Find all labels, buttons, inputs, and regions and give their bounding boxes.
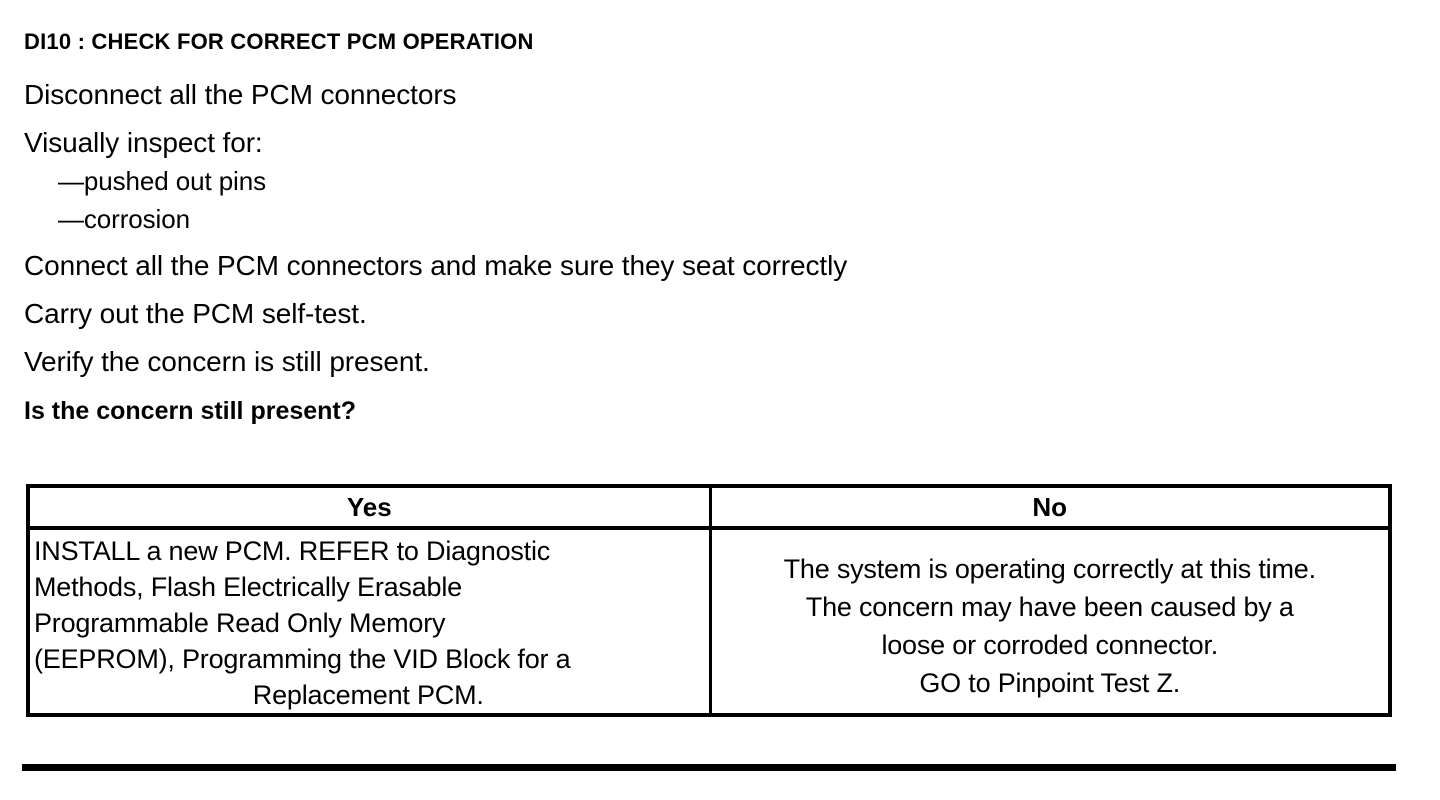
sub-item-corrosion: —corrosion <box>58 204 190 234</box>
step-line-3: Connect all the PCM connectors and make … <box>24 250 848 281</box>
yes-action-text: INSTALL a new PCM. REFER to Diagnostic M… <box>30 530 709 713</box>
cell-yes-action: INSTALL a new PCM. REFER to Diagnostic M… <box>30 528 712 713</box>
column-header-yes: Yes <box>30 488 712 530</box>
yes-line-2: Methods, Flash Electrically Erasable <box>34 572 462 602</box>
step-line-1: Disconnect all the PCM connectors <box>24 79 457 110</box>
step-line-5: Verify the concern is still present. <box>24 346 430 377</box>
column-header-no: No <box>710 488 1388 530</box>
yes-line-4: (EEPROM), Programming the VID Block for … <box>34 644 571 674</box>
yes-line-1: INSTALL a new PCM. REFER to Diagnostic <box>34 536 551 566</box>
yes-line-5: Replacement PCM. <box>252 680 484 710</box>
decision-table: Yes No INSTALL a new PCM. REFER to Diagn… <box>26 484 1392 717</box>
no-line-3: loose or corroded connector. <box>881 630 1219 660</box>
yes-line-3: Programmable Read Only Memory <box>34 608 446 638</box>
decision-question: Is the concern still present? <box>24 397 357 425</box>
table-header-row: Yes No <box>30 488 1388 530</box>
step-line-4: Carry out the PCM self-test. <box>24 298 367 329</box>
table-row: INSTALL a new PCM. REFER to Diagnostic M… <box>30 528 1388 713</box>
page-title: DI10 : CHECK FOR CORRECT PCM OPERATION <box>24 29 534 54</box>
sub-item-pushed-out-pins: —pushed out pins <box>58 166 266 196</box>
no-line-1: The system is operating correctly at thi… <box>783 554 1316 584</box>
no-action-text: The system is operating correctly at thi… <box>712 530 1389 702</box>
cell-no-action: The system is operating correctly at thi… <box>710 528 1388 713</box>
no-line-2: The concern may have been caused by a <box>805 592 1294 622</box>
no-line-4: GO to Pinpoint Test Z. <box>919 668 1181 698</box>
footer-divider <box>22 764 1396 771</box>
step-line-2: Visually inspect for: <box>24 127 263 158</box>
